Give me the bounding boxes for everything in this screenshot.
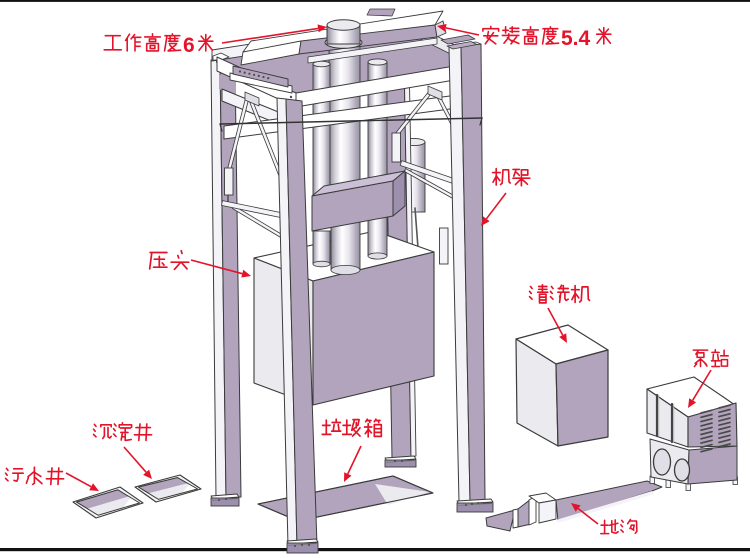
svg-text:6: 6 bbox=[183, 34, 195, 57]
svg-text:5.4: 5.4 bbox=[561, 27, 591, 50]
